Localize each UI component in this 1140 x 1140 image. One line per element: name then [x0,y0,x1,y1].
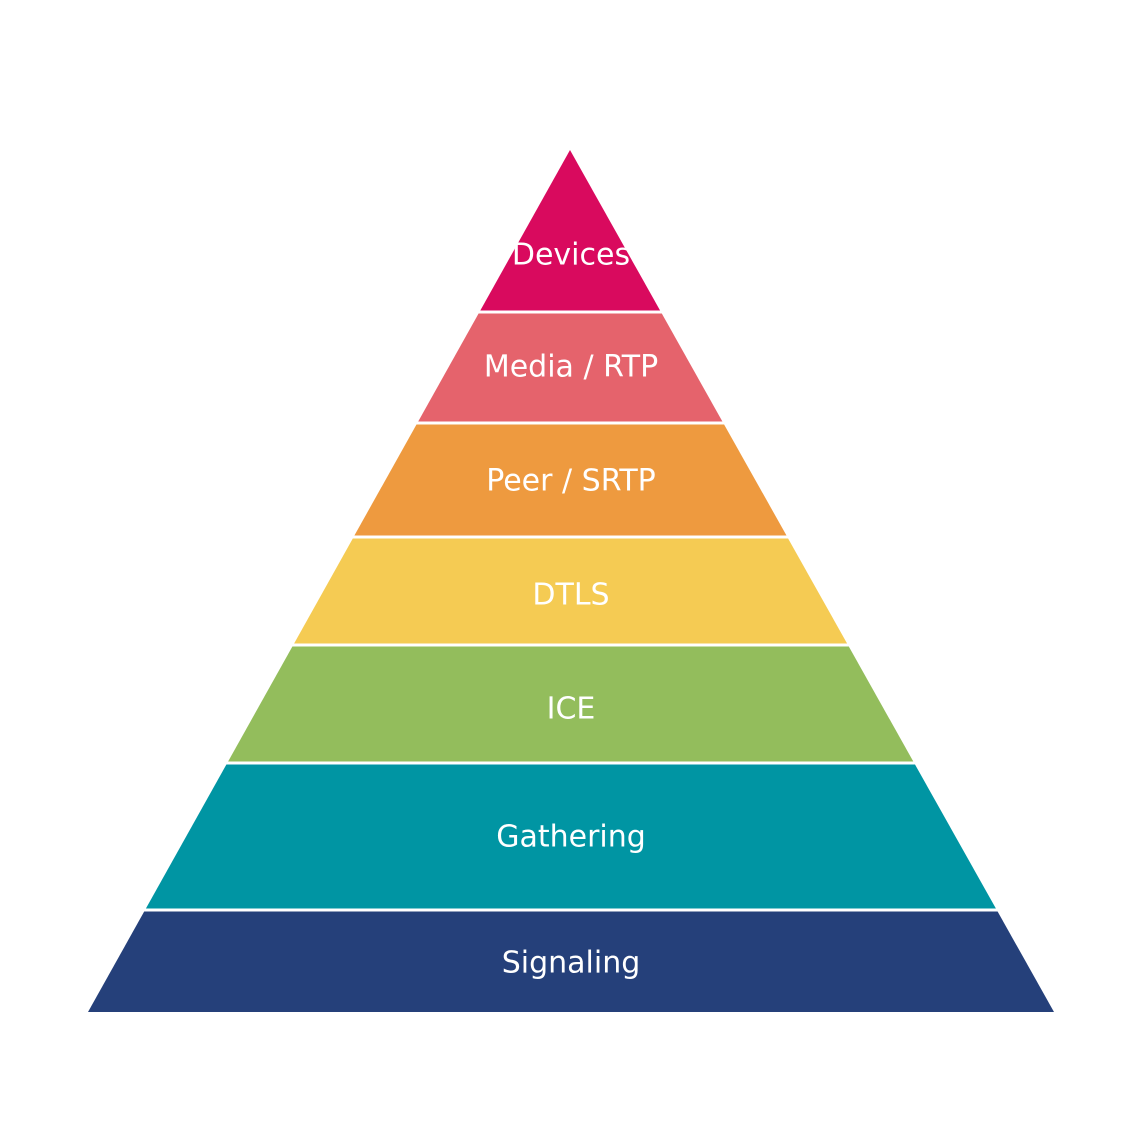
pyramid-layer-signaling [88,911,1054,1012]
pyramid-layer-label-ice: ICE [547,692,596,727]
pyramid-layer-label-devices: Devices [512,238,630,273]
pyramid-layer-media-rtp [418,313,723,422]
pyramid-layer-label-signaling: Signaling [502,946,641,981]
pyramid-layer-label-dtls: DTLS [532,578,609,613]
pyramid-layer-dtls [294,538,848,644]
pyramid-layer-devices [480,150,661,311]
pyramid-layer-label-gathering: Gathering [496,820,646,855]
pyramid-layer-peer-srtp [354,424,787,536]
pyramid-layer-ice [228,646,914,762]
pyramid-layer-label-media-rtp: Media / RTP [484,350,658,385]
pyramid-layer-gathering [145,764,996,909]
pyramid-layer-label-peer-srtp: Peer / SRTP [486,464,656,499]
